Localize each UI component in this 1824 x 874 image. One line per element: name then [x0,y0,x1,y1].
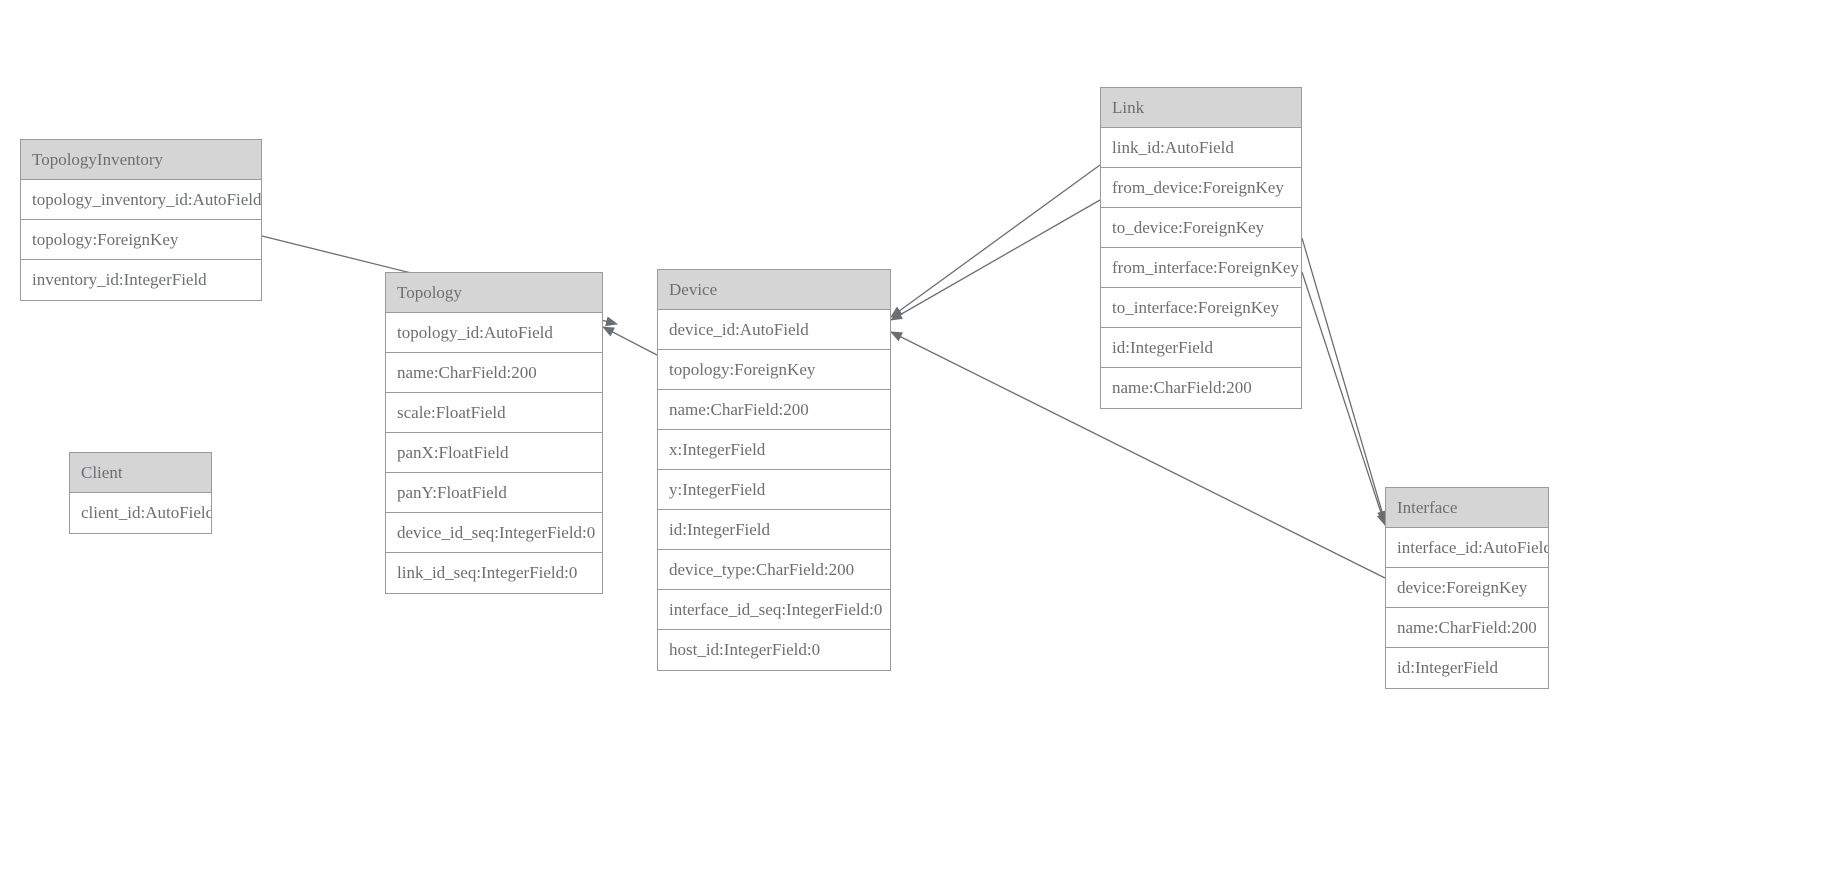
field-row: to_interface:ForeignKey [1101,288,1301,328]
field-row: client_id:AutoField [70,493,211,533]
field-row: device_id_seq:IntegerField:0 [386,513,602,553]
rel-link-tointerface[interactable] [1301,271,1387,526]
field-row: id:IntegerField [658,510,890,550]
field-row: device_type:CharField:200 [658,550,890,590]
field-row: name:CharField:200 [1386,608,1548,648]
entity-title-topology: Topology [386,273,602,313]
field-row: from_device:ForeignKey [1101,168,1301,208]
field-row: name:CharField:200 [1101,368,1301,408]
rel-link-frominterface[interactable] [1301,237,1387,523]
field-row: topology:ForeignKey [658,350,890,390]
field-row: device:ForeignKey [1386,568,1548,608]
field-row: topology_id:AutoField [386,313,602,353]
field-row: to_device:ForeignKey [1101,208,1301,248]
field-row: interface_id:AutoField [1386,528,1548,568]
entity-title-topology_inventory: TopologyInventory [21,140,261,180]
field-row: from_interface:ForeignKey [1101,248,1301,288]
field-row: link_id:AutoField [1101,128,1301,168]
field-row: id:IntegerField [1101,328,1301,368]
field-row: inventory_id:IntegerField [21,260,261,300]
field-row: host_id:IntegerField:0 [658,630,890,670]
field-row: name:CharField:200 [386,353,602,393]
entity-title-device: Device [658,270,890,310]
entity-title-link: Link [1101,88,1301,128]
field-row: id:IntegerField [1386,648,1548,688]
field-row: scale:FloatField [386,393,602,433]
field-row: y:IntegerField [658,470,890,510]
field-row: panY:FloatField [386,473,602,513]
rel-link-fromdevice[interactable] [890,164,1101,318]
field-row: panX:FloatField [386,433,602,473]
field-row: device_id:AutoField [658,310,890,350]
field-row: interface_id_seq:IntegerField:0 [658,590,890,630]
field-row: link_id_seq:IntegerField:0 [386,553,602,593]
field-row: name:CharField:200 [658,390,890,430]
field-row: topology:ForeignKey [21,220,261,260]
rel-link-todevice[interactable] [890,199,1101,321]
entity-title-interface: Interface [1386,488,1548,528]
entity-title-client: Client [70,453,211,493]
field-row: topology_inventory_id:AutoField [21,180,261,220]
field-row: x:IntegerField [658,430,890,470]
rel-device-topology[interactable] [602,326,658,356]
